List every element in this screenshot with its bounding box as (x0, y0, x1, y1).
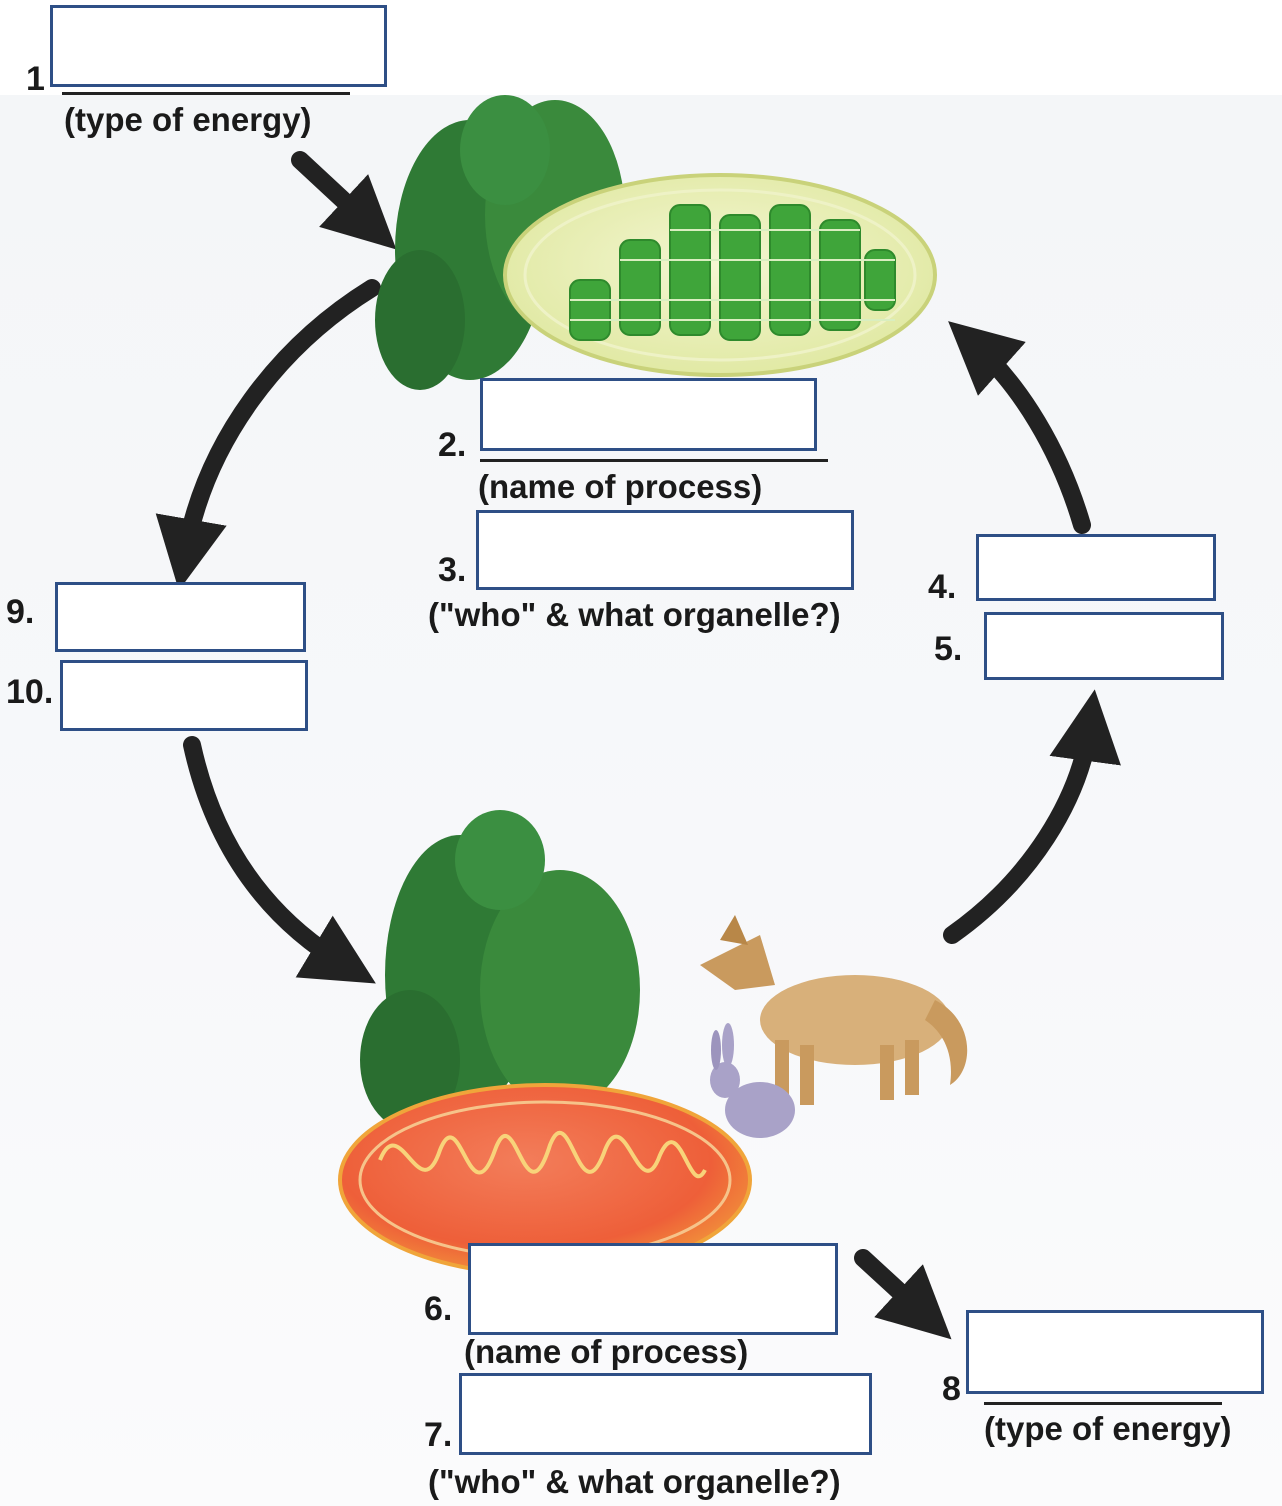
arrow-energy-in (291, 151, 397, 250)
number-2: 2. (438, 426, 467, 464)
number-9: 9. (6, 593, 35, 631)
bottom-trees-illustration (360, 810, 640, 1130)
answer-box-3[interactable] (476, 510, 854, 590)
answer-box-9[interactable] (55, 582, 306, 652)
answer-box-1[interactable] (50, 5, 387, 87)
coyote-illustration (700, 915, 968, 1105)
arrow-right-up-lower (943, 689, 1121, 944)
label-type-of-energy-1: (type of energy) (64, 101, 312, 138)
label-name-of-process-6: (name of process) (464, 1333, 749, 1370)
number-5: 5. (934, 630, 963, 668)
label-type-of-energy-8: (type of energy) (984, 1410, 1232, 1447)
answer-box-10[interactable] (60, 660, 308, 731)
number-8: 8 (942, 1370, 961, 1408)
number-10: 10. (6, 673, 54, 711)
number-4: 4. (928, 568, 957, 606)
answer-box-7[interactable] (459, 1373, 872, 1455)
arrow-right-up-upper (948, 321, 1091, 534)
number-7: 7. (424, 1416, 453, 1454)
answer-box-4[interactable] (976, 534, 1216, 601)
answer-line-8 (984, 1402, 1222, 1405)
arrow-energy-out (854, 1249, 952, 1340)
answer-line-2 (480, 459, 828, 462)
number-1: 1 (26, 60, 45, 98)
rabbit-illustration (710, 1023, 795, 1138)
answer-box-6[interactable] (468, 1243, 838, 1335)
chloroplast-illustration (503, 173, 937, 377)
number-6: 6. (424, 1290, 453, 1328)
answer-box-2[interactable] (480, 378, 817, 451)
number-3: 3. (438, 551, 467, 589)
arrow-left-down (155, 279, 381, 591)
label-who-organelle-3: ("who" & what organelle?) (428, 596, 841, 633)
arrow-left-lower (183, 736, 376, 984)
label-who-organelle-7: ("who" & what organelle?) (428, 1463, 841, 1500)
answer-line-1 (62, 92, 350, 95)
label-name-of-process-2: (name of process) (478, 468, 763, 505)
answer-box-5[interactable] (984, 612, 1224, 680)
answer-box-8[interactable] (966, 1310, 1264, 1394)
